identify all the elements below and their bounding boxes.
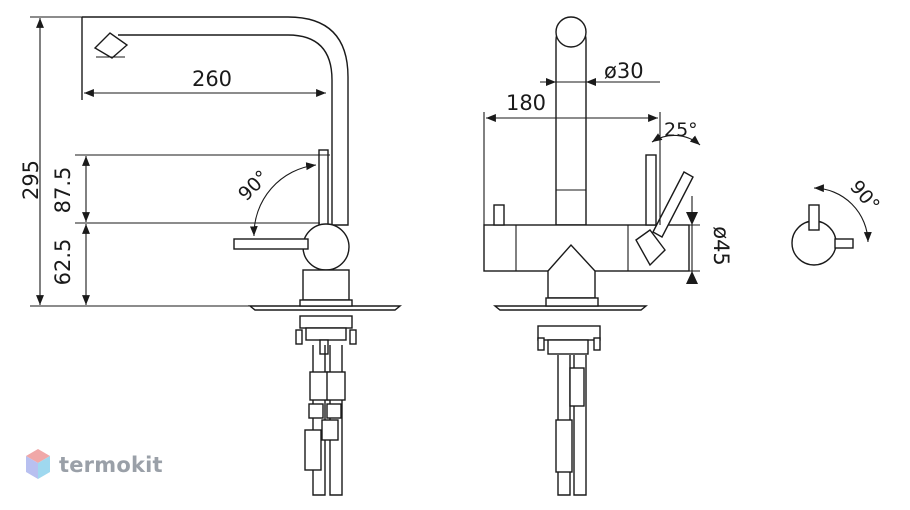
hexagon-logo-icon	[26, 449, 50, 479]
aerator-nozzle	[93, 32, 129, 59]
dim-width-front: 180	[506, 91, 546, 115]
dim-base-height: 62.5	[51, 239, 75, 286]
top-view	[791, 184, 872, 266]
dim-lever-height: 87.5	[51, 167, 75, 214]
front-view	[483, 16, 701, 496]
dim-reach: 260	[192, 67, 232, 91]
body-circle	[302, 223, 350, 271]
brand-name: termokit	[59, 453, 163, 477]
dim-lever-angle-side: 90°	[234, 166, 273, 205]
dim-body-diameter: ø45	[709, 226, 733, 266]
brand-logo: termokit	[24, 447, 163, 483]
mounting-nut	[299, 315, 353, 329]
lever-horizontal	[233, 238, 309, 250]
lever-handle	[318, 149, 329, 231]
side-view	[30, 16, 402, 496]
dim-height-total: 295	[19, 160, 43, 200]
dim-spout-diameter: ø30	[604, 59, 644, 83]
dim-lever-angle-front: 25°	[664, 119, 698, 141]
dim-swivel-angle: 90°	[845, 176, 884, 216]
